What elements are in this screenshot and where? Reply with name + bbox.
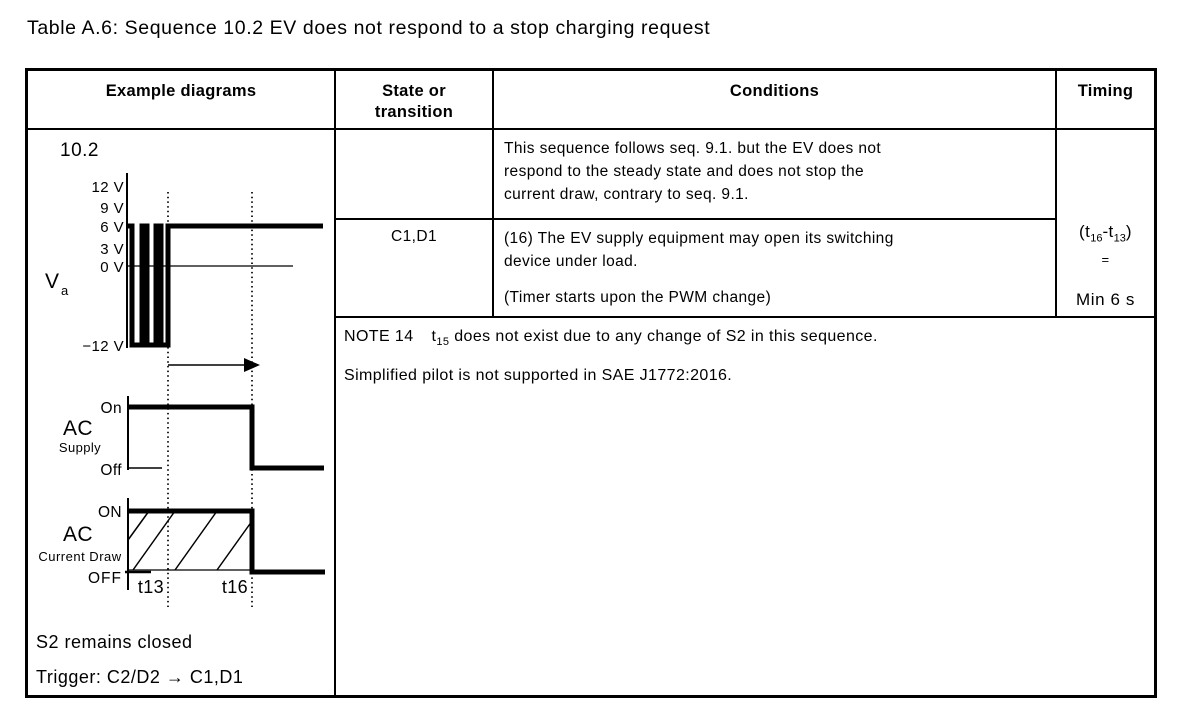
hatch-line	[132, 510, 176, 571]
note-t: t	[431, 328, 437, 345]
t13-label: t13	[138, 577, 164, 597]
v9-label: 9 V	[100, 200, 124, 217]
t16-label: t16	[222, 577, 248, 597]
hatch-line	[127, 510, 150, 541]
timing-diagram: 10.2 12 V 9 V 6 V 3 V 0 V −12 V V a	[38, 140, 325, 607]
header-state-or-transition: State or transition	[336, 71, 494, 130]
example-diagrams-cell: 10.2 12 V 9 V 6 V 3 V 0 V −12 V V a	[28, 130, 336, 695]
ac-current-waveform	[128, 508, 325, 575]
cp-pwm-waveform	[127, 223, 323, 348]
note-label: NOTE 14	[344, 328, 414, 345]
row1-conditions-cell: This sequence follows seq. 9.1. but the …	[494, 130, 1057, 220]
ac-supply-name-label: AC	[63, 417, 93, 440]
ac-current-name-label: AC	[63, 523, 93, 546]
row1-conditions-text: This sequence follows seq. 9.1. but the …	[504, 140, 882, 203]
note-cell: NOTE 14 t15 does not exist due to any cha…	[336, 318, 1154, 695]
row2-condition-2: (Timer starts upon the PWM change)	[504, 289, 772, 306]
note-text: does not exist due to any change of S2 i…	[449, 328, 878, 345]
ac-current-off-label: OFF	[88, 570, 122, 587]
timing-value: Min 6 s	[1076, 290, 1135, 310]
hatch-line	[174, 510, 218, 571]
note-line-2: Simplified pilot is not supported in SAE…	[344, 367, 733, 385]
header-conditions: Conditions	[494, 71, 1057, 130]
note-line-1: NOTE 14 t15 does not exist due to any cha…	[344, 327, 1146, 352]
ac-supply-sub-label: Supply	[59, 440, 101, 455]
ac-supply-off-label: Off	[100, 462, 122, 479]
ac-current-sub-label: Current Draw	[38, 549, 121, 564]
header-timing: Timing	[1057, 71, 1154, 130]
note-t-sub: 15	[436, 336, 450, 349]
row2-state-cell: C1,D1	[336, 220, 494, 318]
s2-note: S2 remains closed	[36, 632, 193, 652]
v0-label: 0 V	[100, 259, 124, 276]
row2-condition-1: (16) The EV supply equipment may open it…	[504, 230, 894, 270]
header-state-or-transition-label: State or transition	[374, 82, 454, 121]
timing-sub-16: 16	[1090, 232, 1103, 245]
sequence-number-label: 10.2	[60, 140, 99, 161]
timing-value-cell: (t16-t13) = Min 6 s	[1057, 130, 1154, 318]
timing-expression: (t16-t13)	[1057, 222, 1154, 248]
row2-conditions-cell: (16) The EV supply equipment may open it…	[494, 220, 1057, 318]
hatch-lines	[127, 510, 253, 571]
elapsed-time-arrow-icon	[168, 358, 260, 372]
timing-expr-open: (t	[1079, 222, 1091, 241]
va-sub-label: a	[61, 283, 69, 298]
vneg12-label: −12 V	[82, 338, 124, 355]
header-example-diagrams-label: Example diagrams	[105, 82, 257, 100]
trigger-note: Trigger: C2/D2 → C1,D1	[36, 667, 244, 687]
table-caption: Table A.6: Sequence 10.2 EV does not res…	[27, 17, 711, 39]
timing-sub-13: 13	[1113, 232, 1126, 245]
header-example-diagrams: Example diagrams	[28, 71, 336, 130]
v3-label: 3 V	[100, 241, 124, 258]
row2-state-text: C1,D1	[391, 228, 437, 245]
v12-label: 12 V	[92, 179, 124, 196]
header-timing-label: Timing	[1077, 82, 1134, 100]
row1-state-cell	[336, 130, 494, 220]
v6-label: 6 V	[100, 219, 124, 236]
arrow-head	[244, 358, 260, 372]
ac-supply-on-label: On	[101, 400, 122, 417]
timing-expr-mid: -t	[1102, 222, 1114, 241]
hatch-line	[216, 520, 253, 571]
timing-expr-close: )	[1125, 222, 1132, 241]
ac-current-on-label: ON	[98, 504, 122, 521]
sequence-table: Example diagrams State or transition Con…	[25, 68, 1157, 698]
ac-supply-waveform	[128, 404, 324, 471]
timing-equals: =	[1101, 252, 1110, 268]
header-conditions-label: Conditions	[729, 82, 820, 100]
va-label: V	[45, 270, 59, 293]
